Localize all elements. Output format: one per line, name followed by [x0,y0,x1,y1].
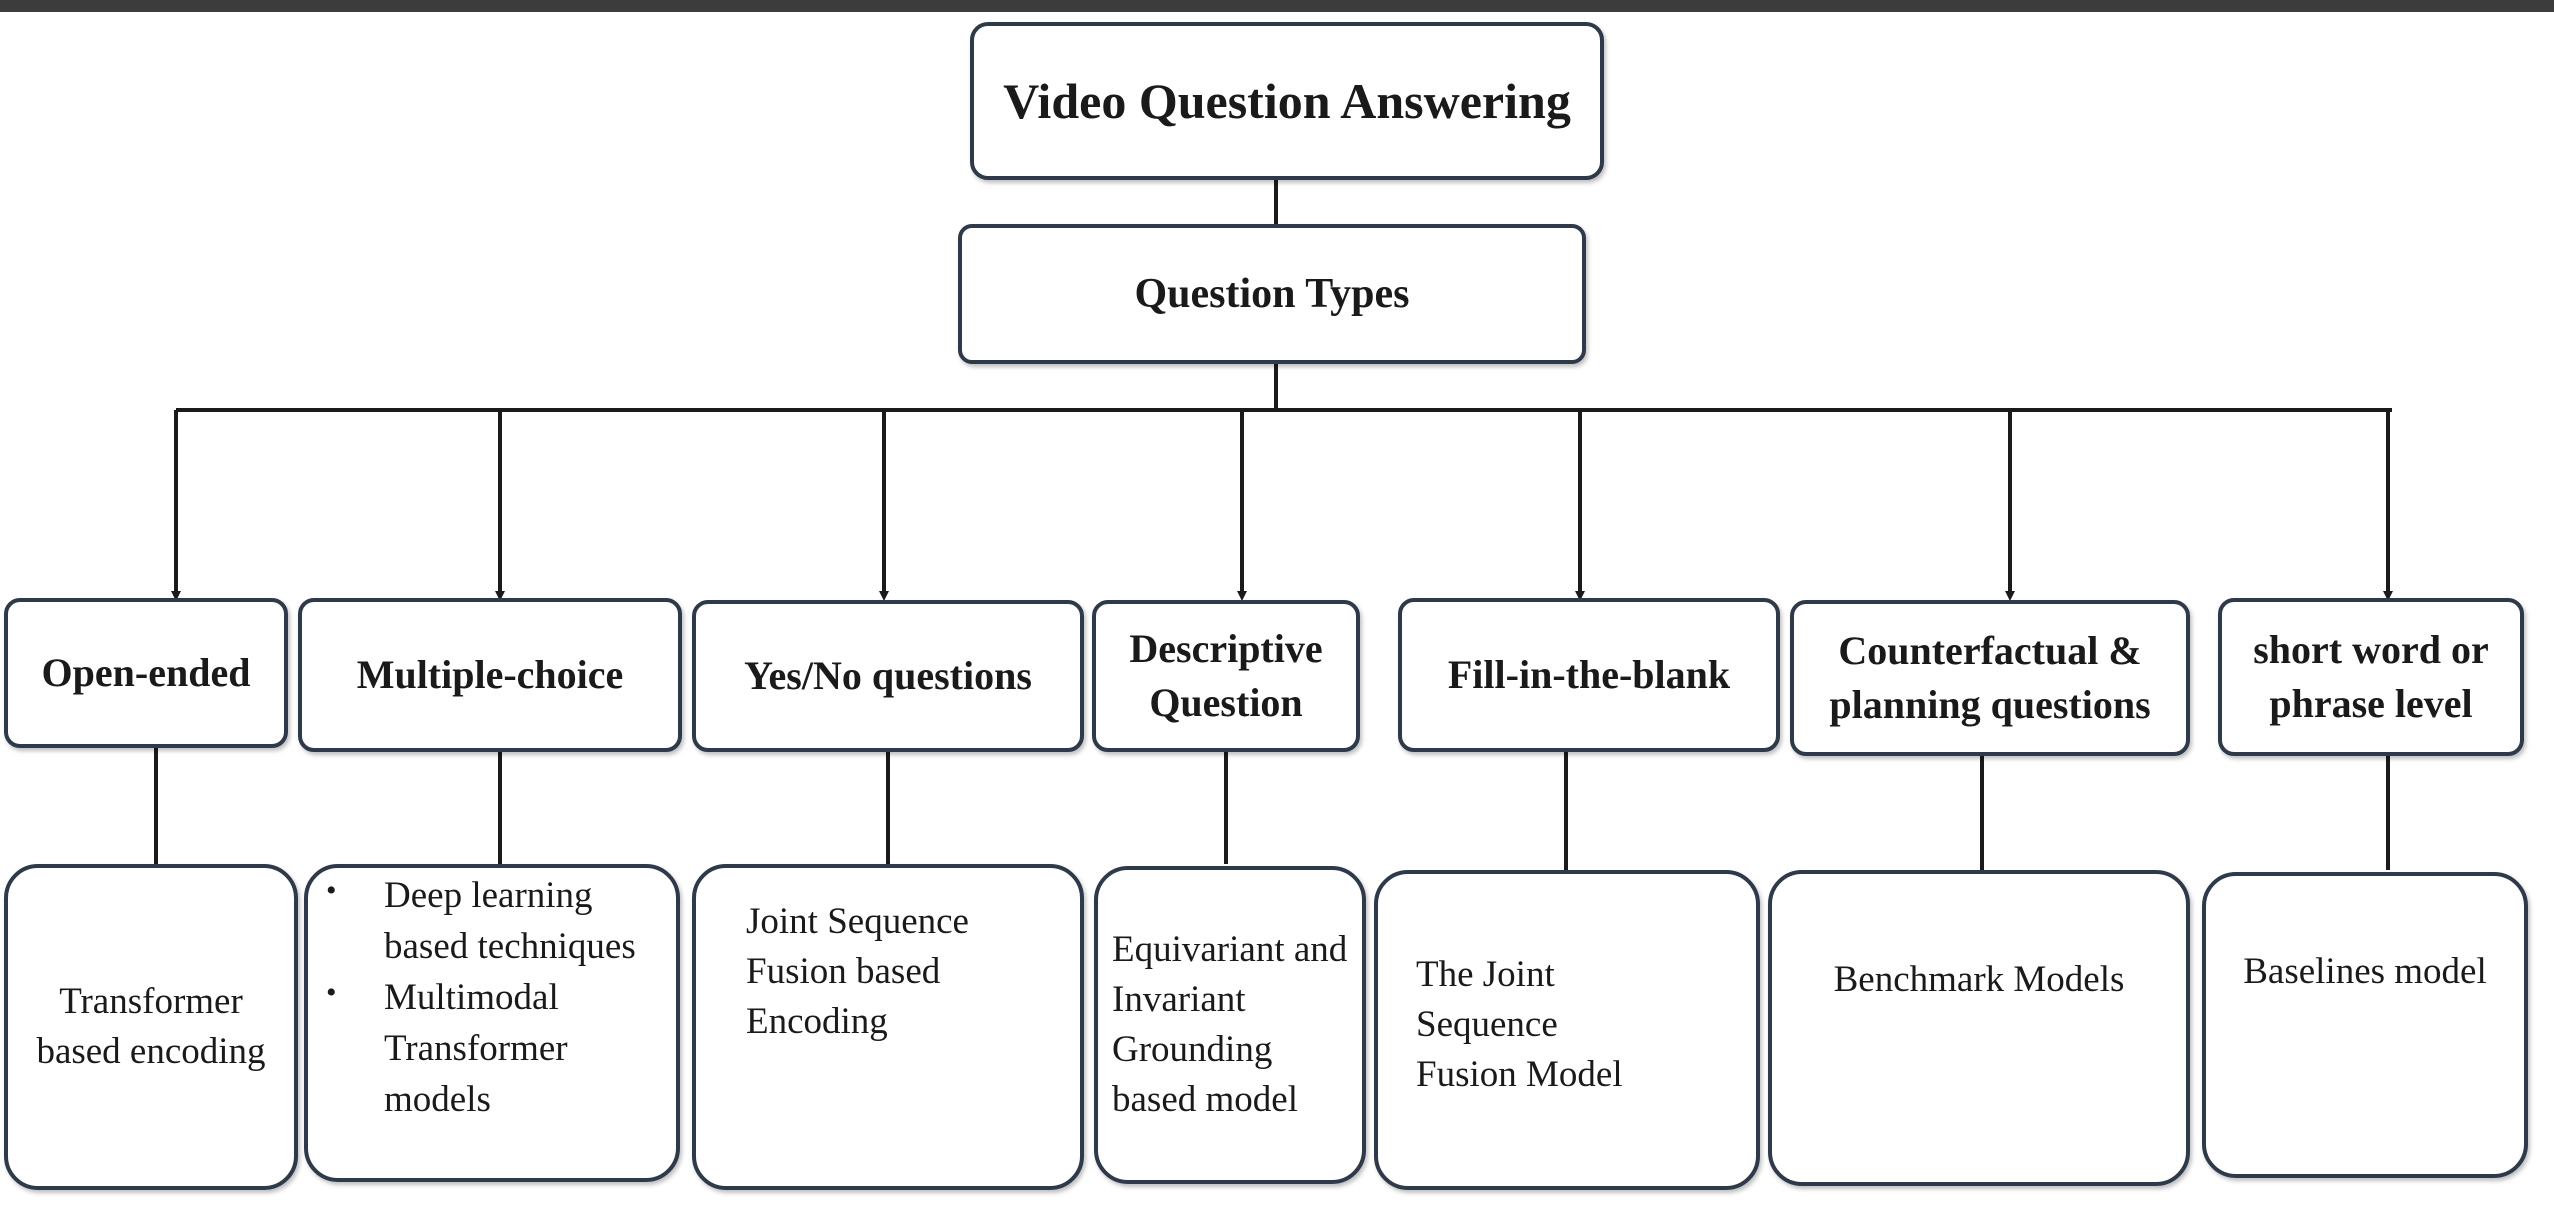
type-short-word: short word or phrase level [2218,598,2524,756]
type-counterfactual: Counterfactual & planning questions [1790,600,2190,756]
bullet-item: •Deep learning based techniques [326,874,636,968]
method-multiple-choice: •Deep learning based techniques •Multimo… [304,864,680,1182]
method-short-word: Baselines model [2202,872,2528,1178]
bullet-item: •Multimodal Transformer models [326,976,568,1121]
method-bullet-list: •Deep learning based techniques •Multimo… [308,870,676,1125]
method-counterfactual: Benchmark Models [1768,870,2190,1186]
method-descriptive: Equivariant and Invariant Grounding base… [1094,866,1366,1184]
method-fill-in-the-blank: The Joint Sequence Fusion Model [1374,870,1760,1190]
type-fill-in-the-blank: Fill-in-the-blank [1398,598,1780,752]
top-band [0,0,2554,12]
question-types-label: Question Types [1134,271,1410,317]
root-label: Video Question Answering [1003,73,1571,129]
type-yes-no: Yes/No questions [692,600,1084,752]
method-open-ended: Transformer based encoding [4,864,298,1190]
method-yes-no: Joint Sequence Fusion based Encoding [692,864,1084,1190]
type-open-ended: Open-ended [4,598,288,748]
root-node: Video Question Answering [970,22,1604,180]
question-types-node: Question Types [958,224,1586,364]
type-multiple-choice: Multiple-choice [298,598,682,752]
type-descriptive: Descriptive Question [1092,600,1360,752]
